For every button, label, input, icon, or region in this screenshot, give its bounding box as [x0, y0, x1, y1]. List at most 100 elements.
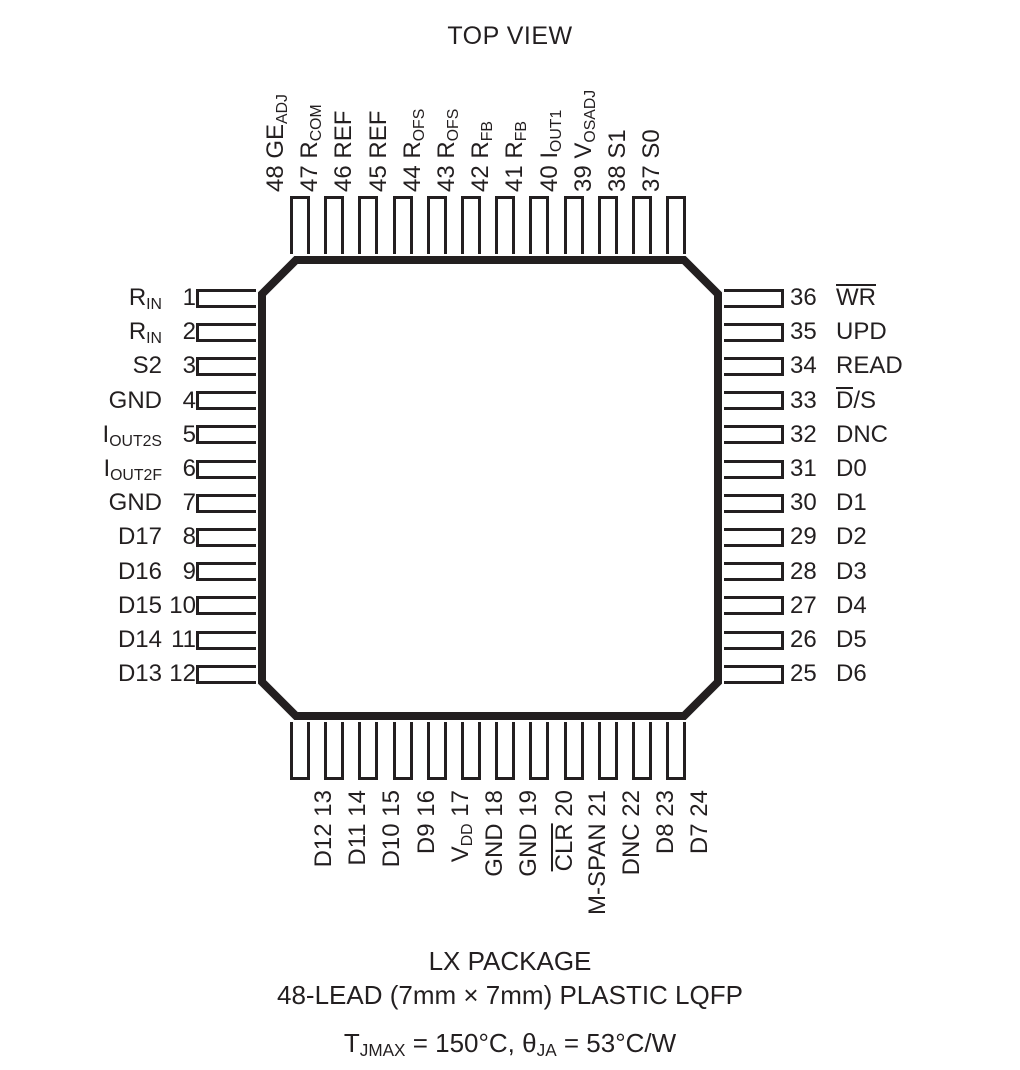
overline-segment: CLR — [551, 823, 579, 872]
pin-number-44: 44 — [398, 165, 426, 192]
lead-pin-47 — [324, 196, 345, 254]
pin-name-18: GND — [481, 823, 508, 877]
pin-label-18: GND 18 — [459, 790, 508, 877]
pin-number-40: 40 — [535, 165, 563, 192]
pin-number-24: 24 — [686, 790, 714, 817]
lead-pin-38 — [632, 196, 652, 254]
lead-pin-31 — [724, 459, 784, 479]
lead-pin-39 — [597, 196, 618, 254]
pin-number-35: 35 — [790, 318, 817, 346]
lead-pin-44 — [426, 196, 447, 254]
pin-name-45: REF — [364, 110, 392, 159]
lead-pin-28 — [724, 562, 784, 582]
pin-name-26: D5 — [836, 626, 867, 653]
pin-number-10: 10 — [169, 591, 196, 619]
pin-name-33: D/S — [836, 386, 877, 414]
pin-name-16: D9 — [412, 823, 440, 855]
lead-pin-30 — [724, 493, 784, 513]
lead-pin-20 — [529, 722, 550, 780]
tjmax-label: T — [343, 1028, 360, 1058]
lead-pin-2 — [196, 322, 256, 342]
pin-subscript: FB — [479, 121, 497, 142]
lead-pin-23 — [632, 722, 652, 780]
pin-name-30: D1 — [836, 489, 867, 517]
page-title: TOP VIEW — [447, 22, 573, 50]
pin-name-13: D12 — [310, 823, 337, 868]
pin-subscript: OSADJ — [581, 89, 599, 143]
lead-pin-32 — [724, 425, 784, 445]
pin-name-39: VOSADJ — [569, 89, 599, 159]
pin-name-35: UPD — [836, 318, 887, 346]
overline-segment: D — [836, 386, 854, 414]
lead-pin-42 — [495, 196, 516, 254]
pin-label-20: CLR 20 — [527, 790, 578, 872]
pin-name-19: GND — [515, 823, 543, 877]
pin-name-8: D17 — [117, 523, 162, 551]
lead-pin-45 — [392, 196, 413, 254]
pin-subscript: OUT2S — [109, 432, 162, 450]
pin-name-29: D2 — [836, 523, 867, 551]
pin-label-33: 33 D/S — [790, 386, 1020, 414]
pin-label-21: M-SPAN 21 — [562, 790, 611, 915]
lead-pin-21 — [563, 722, 584, 780]
lead-pin-46 — [358, 196, 379, 254]
lead-pin-25 — [724, 664, 784, 684]
pin-name-38: S1 — [604, 129, 631, 159]
pin-name-5: IOUT2S — [102, 420, 162, 450]
pin-name-15: D10 — [378, 823, 406, 868]
pin-label-5: IOUT2S 5 — [0, 420, 196, 450]
lead-pin-6 — [196, 459, 256, 479]
theta-label: θ — [522, 1028, 537, 1058]
theta-value: = 53°C/W — [556, 1028, 677, 1058]
pin-label-15: D10 15 — [356, 790, 405, 867]
pin-number-33: 33 — [790, 386, 817, 414]
lead-pin-40 — [563, 196, 584, 254]
pin-name-7: GND — [108, 489, 162, 517]
package-name: LX PACKAGE — [428, 946, 592, 976]
pin-number-5: 5 — [182, 420, 196, 448]
pin-number-36: 36 — [790, 284, 817, 311]
pin-name-37: S0 — [638, 129, 666, 159]
pin-name-1: RIN — [128, 284, 162, 314]
pin-label-19: GND 19 — [493, 790, 542, 877]
pin-name-44: ROFS — [398, 108, 428, 159]
lead-pin-34 — [724, 356, 784, 376]
package-spec: 48-LEAD (7mm × 7mm) PLASTIC LQFP — [277, 980, 743, 1010]
pin-number-38: 38 — [604, 165, 631, 192]
pin-name-48: GEADJ — [262, 94, 292, 159]
lead-pin-26 — [724, 630, 784, 650]
pin-number-11: 11 — [171, 626, 196, 653]
pin-number-12: 12 — [169, 660, 196, 688]
pin-subscript: OUT2F — [110, 467, 162, 485]
pin-number-26: 26 — [790, 626, 817, 653]
pin-name-20: CLR — [551, 823, 579, 872]
pin-name-17: VDD — [446, 823, 476, 863]
pin-name-22: DNC — [617, 823, 645, 876]
lead-pin-13 — [290, 722, 310, 780]
tjmax-subscript: JMAX — [359, 1040, 406, 1061]
pin-label-17: VDD 17 — [425, 790, 476, 862]
pin-label-37: 37 S0 — [638, 129, 688, 192]
lead-pin-3 — [196, 356, 256, 376]
lead-pin-8 — [196, 527, 256, 547]
lead-pin-37 — [666, 196, 687, 254]
pin-name-12: D13 — [117, 660, 162, 688]
lead-pin-10 — [196, 596, 256, 616]
pin-label-16: D9 16 — [391, 790, 440, 854]
lead-pin-17 — [426, 722, 447, 780]
pin-name-9: D16 — [117, 557, 162, 585]
lead-pin-41 — [529, 196, 550, 254]
lead-pin-33 — [724, 391, 784, 411]
pin-label-26: 26 D5 — [790, 626, 1020, 653]
